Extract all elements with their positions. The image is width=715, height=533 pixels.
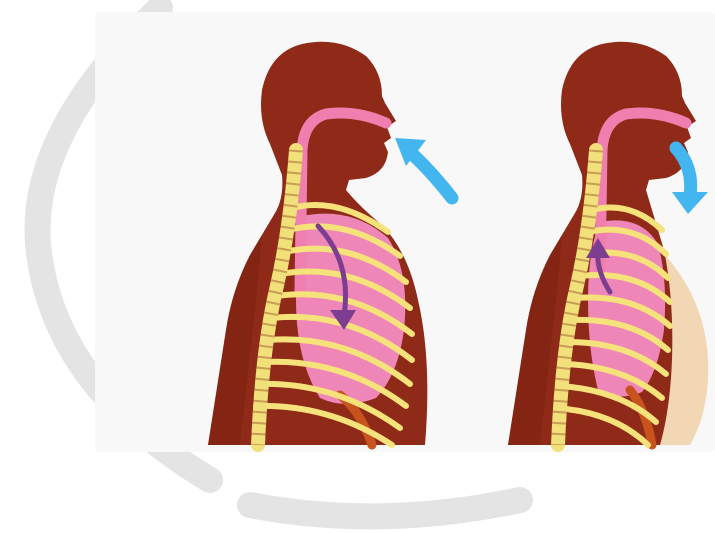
watermark-arc-bottom [250, 500, 520, 516]
